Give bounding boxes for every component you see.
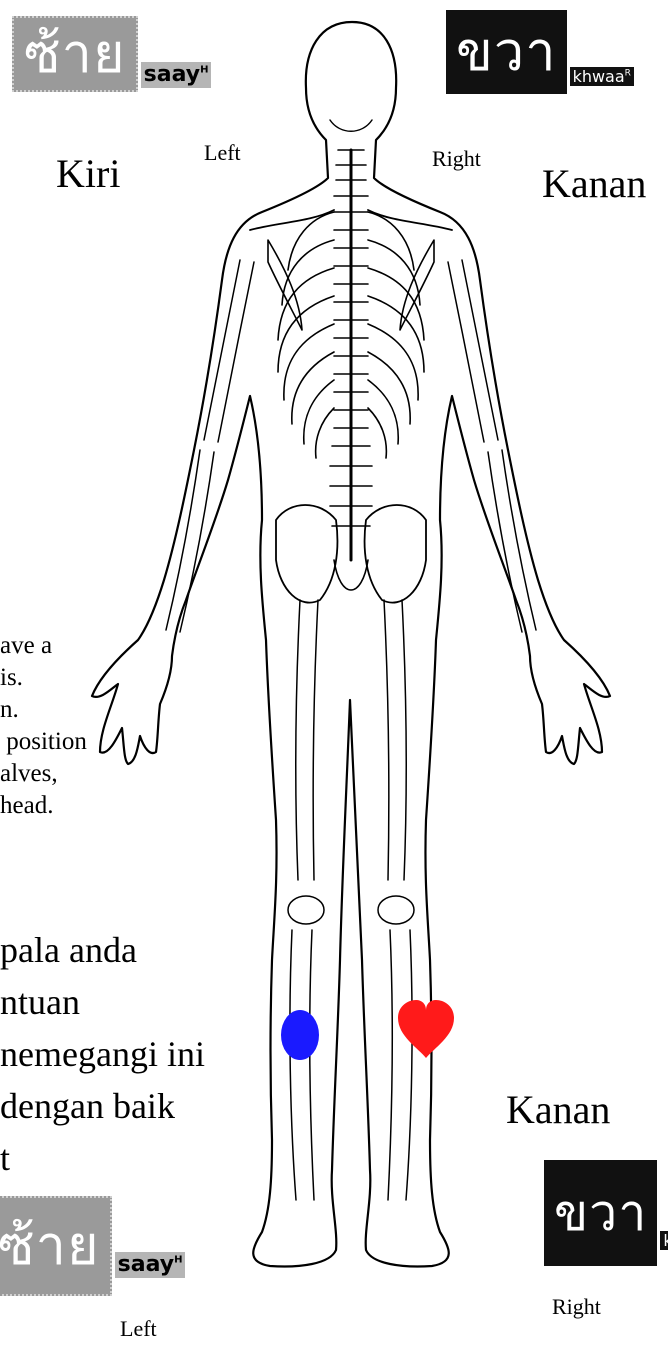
roman-left-text-bottom: saay — [118, 1252, 174, 1277]
bottom-left-thai-badge: ซ้าย saayH — [0, 1196, 185, 1296]
english-line: ave a — [0, 630, 87, 662]
bottom-right-thai-badge: ขวา kh — [544, 1160, 668, 1266]
english-left-label-bottom: Left — [120, 1316, 157, 1342]
english-right-label-bottom: Right — [552, 1294, 601, 1320]
malay-right-label-bottom: Kanan — [506, 1086, 610, 1133]
malay-instructions: pala anda ntuan nemegangi ini dengan bai… — [0, 924, 205, 1184]
roman-right-word: khwaaR — [570, 67, 634, 86]
tone-mark-right: R — [625, 68, 631, 78]
right-calf-marker — [398, 1000, 454, 1058]
malay-left-label: Kiri — [56, 150, 120, 197]
english-line: alves, — [0, 758, 87, 790]
thai-left-word-bottom: ซ้าย — [0, 1196, 112, 1296]
top-left-thai-badge: ซ้าย saayH — [12, 16, 211, 92]
english-line: is. — [0, 662, 87, 694]
malay-line: t — [0, 1132, 205, 1184]
tone-mark-left: H — [200, 64, 208, 75]
english-left-label: Left — [204, 140, 241, 166]
malay-line: dengan baik — [0, 1080, 205, 1132]
roman-left-text: saay — [144, 62, 200, 87]
malay-line: nemegangi ini — [0, 1028, 205, 1080]
left-calf-marker — [281, 1010, 319, 1060]
roman-left-word-bottom: saayH — [115, 1252, 186, 1278]
roman-right-word-bottom: kh — [660, 1231, 668, 1250]
roman-right-text: khwaa — [573, 67, 625, 86]
top-right-thai-badge: ขวา khwaaR — [446, 10, 634, 94]
malay-right-label: Kanan — [542, 160, 646, 207]
malay-line: ntuan — [0, 976, 205, 1028]
tone-mark-left-bottom: H — [174, 1254, 182, 1265]
english-line: n. — [0, 694, 87, 726]
thai-right-word: ขวา — [446, 10, 567, 94]
english-right-label: Right — [432, 146, 481, 172]
thai-left-word: ซ้าย — [12, 16, 138, 92]
english-instructions: ave a is. n. position alves, head. — [0, 630, 87, 822]
english-line: position — [0, 726, 87, 758]
malay-line: pala anda — [0, 924, 205, 976]
roman-left-word: saayH — [141, 62, 212, 88]
english-line: head. — [0, 790, 87, 822]
thai-right-word-bottom: ขวา — [544, 1160, 657, 1266]
